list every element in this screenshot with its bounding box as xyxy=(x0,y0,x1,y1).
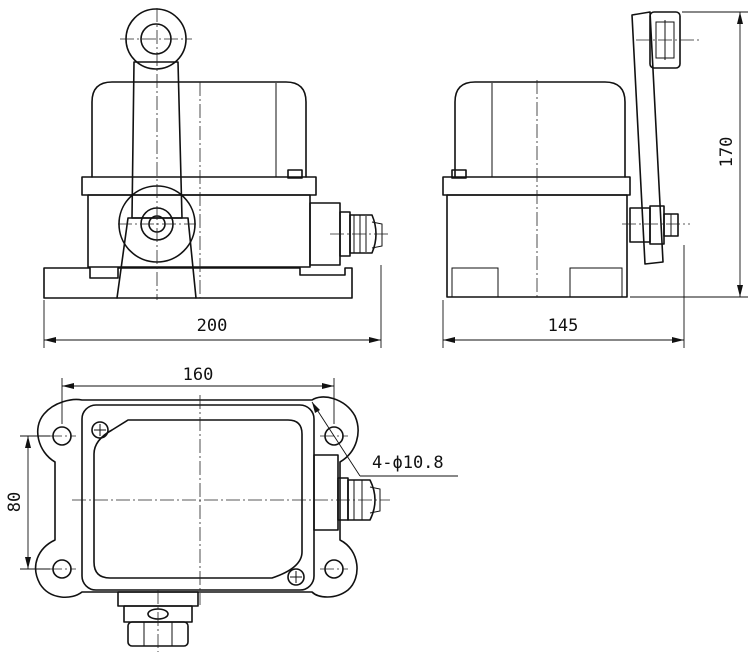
front-body xyxy=(87,194,311,268)
side-screw xyxy=(451,169,467,179)
dim-top-height: 80 xyxy=(5,435,50,570)
label-145: 145 xyxy=(548,316,579,336)
cover-screw-tl xyxy=(91,421,109,439)
top-enclosure xyxy=(81,404,315,591)
side-shaft-boss xyxy=(629,207,651,243)
side-flange xyxy=(442,176,631,196)
dim-side-width: 145 xyxy=(442,245,685,348)
hole-leader: 4-ϕ10.8 xyxy=(311,401,458,477)
front-cover xyxy=(91,81,307,178)
side-cover xyxy=(454,81,626,178)
label-170: 170 xyxy=(717,137,737,168)
front-screw xyxy=(287,169,303,179)
front-view: 200 xyxy=(43,8,390,348)
label-160: 160 xyxy=(183,365,214,385)
dim-side-height: 170 xyxy=(630,11,748,298)
dim-front-width: 200 xyxy=(43,265,382,348)
cover-screw-br xyxy=(287,568,305,586)
label-200: 200 xyxy=(197,316,228,336)
top-cable-gland xyxy=(313,454,381,531)
label-hole-spec: 4-ϕ10.8 xyxy=(372,453,444,473)
front-base xyxy=(43,267,353,299)
side-view: 145 170 xyxy=(442,11,748,348)
top-view: 160 80 4-ϕ10.8 xyxy=(5,365,458,652)
dim-top-width: 160 xyxy=(61,365,335,424)
label-80: 80 xyxy=(5,492,25,512)
front-cable-gland xyxy=(309,202,383,266)
front-pivot-housing xyxy=(116,217,197,299)
front-flange xyxy=(81,176,317,196)
top-cover xyxy=(93,419,303,579)
top-base-plate xyxy=(34,396,359,599)
side-lever-plate xyxy=(631,11,664,265)
